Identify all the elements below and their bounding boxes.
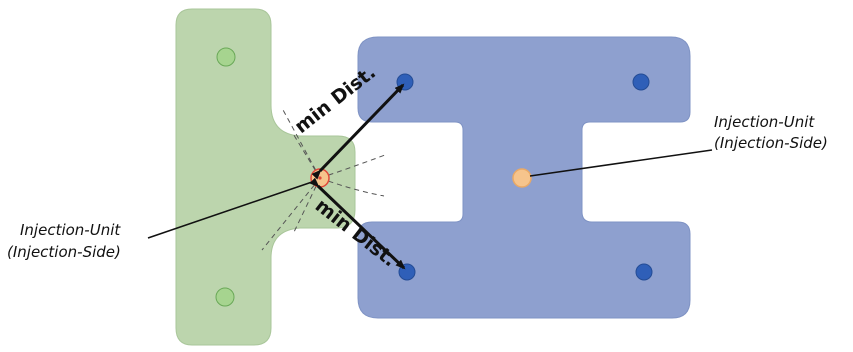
injection-unit-right-label-line2: (Injection-Side) xyxy=(714,134,828,152)
green-hole-bottom xyxy=(215,287,235,307)
injection-unit-right-label-line1: Injection-Unit xyxy=(714,113,815,131)
leader-line-left xyxy=(147,181,313,239)
min-dist-arrow-top xyxy=(311,83,405,180)
blue-hole-bottom-right xyxy=(635,263,653,281)
blue-hole-top-right xyxy=(632,73,650,91)
injection-unit-left-label-line2: (Injection-Side) xyxy=(7,243,121,261)
injection-unit-left-label-line1: Injection-Unit xyxy=(20,221,121,239)
green-hole-top xyxy=(216,47,236,67)
leader-line-right xyxy=(529,149,713,177)
min-dist-arrow-bottom xyxy=(309,177,406,270)
injection-unit-left-center xyxy=(318,176,322,180)
injection-unit-right xyxy=(512,168,532,188)
